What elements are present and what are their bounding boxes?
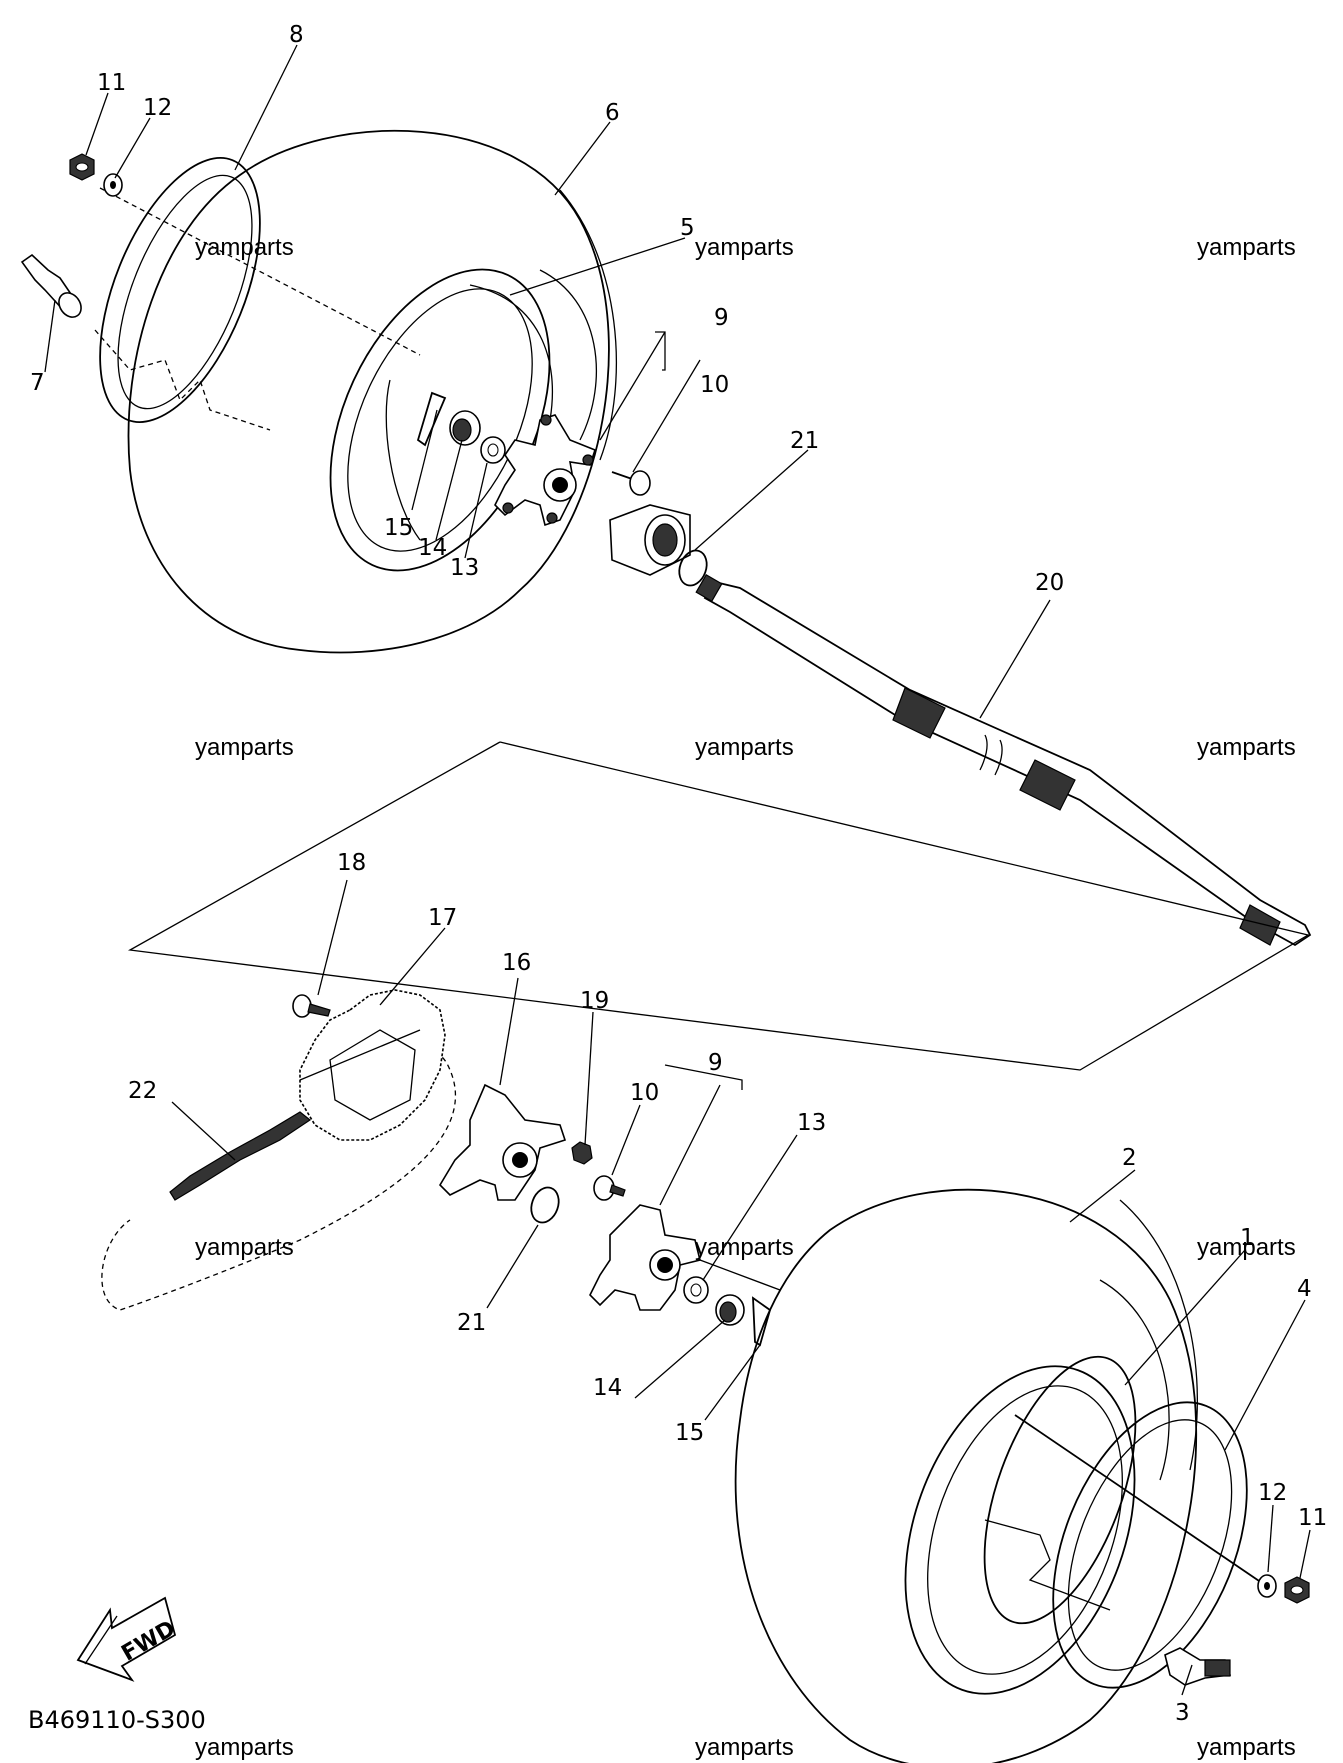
callout-11-lower: 11 — [1298, 1505, 1327, 1531]
nut-11-lower — [1284, 1576, 1310, 1604]
callout-21-lower: 21 — [457, 1310, 486, 1336]
lower-wheel-rim-4 — [1052, 1401, 1248, 1689]
watermark-text: yamparts — [695, 734, 794, 761]
watermark-text: yamparts — [1197, 734, 1296, 761]
callout-2: 2 — [1122, 1145, 1137, 1171]
callout-7: 7 — [30, 370, 45, 396]
bolt-10-upper — [611, 470, 651, 496]
callout-20: 20 — [1035, 570, 1064, 596]
washer-13-lower — [683, 1276, 709, 1304]
cotter-pin-15-upper — [416, 391, 447, 447]
callout-12: 12 — [143, 95, 172, 121]
watermark-text: yamparts — [695, 234, 794, 261]
bolt-10-lower — [593, 1175, 626, 1201]
callout-18: 18 — [337, 850, 366, 876]
lower-tire-2 — [734, 1188, 1198, 1763]
callout-12-lower: 12 — [1258, 1480, 1287, 1506]
callout-6: 6 — [605, 100, 620, 126]
sprocket-17 — [299, 989, 446, 1141]
hub-upper — [494, 414, 596, 527]
dashed-guide-upper — [94, 187, 421, 431]
watermark-text: yamparts — [195, 1734, 294, 1761]
watermark-text: yamparts — [195, 1234, 294, 1261]
bolt-18 — [292, 994, 331, 1018]
rear-axle-20 — [695, 574, 1312, 947]
callout-10-lower: 10 — [630, 1080, 659, 1106]
callout-16: 16 — [502, 950, 531, 976]
upper-wheel-rim-8 — [99, 157, 261, 423]
fwd-arrow-icon: FWD — [76, 1596, 180, 1682]
callout-15-lower: 15 — [675, 1420, 704, 1446]
valve-stem-7-upper — [20, 253, 82, 318]
callout-3: 3 — [1175, 1700, 1190, 1726]
lower-axis-lines — [984, 1414, 1266, 1611]
nut-11-upper — [69, 153, 95, 181]
fwd-label: FWD — [117, 1616, 179, 1666]
callout-15: 15 — [384, 515, 413, 541]
callout-labels: 8 11 12 6 5 9 10 21 7 15 14 13 20 18 17 … — [30, 22, 1327, 1726]
callout-11: 11 — [97, 70, 126, 96]
bearing-housing-upper — [609, 504, 691, 576]
callout-9: 9 — [714, 305, 729, 331]
callout-1: 1 — [1240, 1225, 1255, 1251]
callout-9-lower: 9 — [708, 1050, 723, 1076]
washer-13-upper — [480, 436, 506, 464]
callout-5: 5 — [680, 215, 695, 241]
callout-22: 22 — [128, 1078, 157, 1104]
castle-nut-14-lower — [715, 1294, 745, 1326]
valve-stem-3-lower — [1164, 1647, 1232, 1686]
callout-17: 17 — [428, 905, 457, 931]
leader-lines — [44, 44, 1311, 1696]
hub-lower — [589, 1204, 781, 1311]
upper-tire-6 — [127, 129, 617, 654]
callout-13: 13 — [450, 555, 479, 581]
watermark-text: yamparts — [195, 734, 294, 761]
watermark-text: yamparts — [1197, 1234, 1296, 1261]
washer-12-lower — [1257, 1574, 1277, 1598]
watermark-text: yamparts — [195, 234, 294, 261]
cotter-pin-15-lower — [752, 1296, 772, 1347]
assembly-outline — [127, 741, 1310, 1071]
lower-rim-1 — [983, 1355, 1137, 1625]
castle-nut-14-upper — [449, 410, 481, 446]
callout-14-lower: 14 — [593, 1375, 622, 1401]
callout-4: 4 — [1297, 1276, 1312, 1302]
callout-8: 8 — [289, 22, 304, 48]
sprocket-hub-16 — [438, 1083, 567, 1201]
callout-21: 21 — [790, 428, 819, 454]
o-ring-21-upper — [678, 549, 708, 587]
watermark-text: yamparts — [695, 1234, 794, 1261]
washer-12-upper — [103, 173, 123, 197]
callout-14: 14 — [418, 535, 447, 561]
watermark-text: yamparts — [1197, 234, 1296, 261]
callout-10: 10 — [700, 372, 729, 398]
o-ring-21-lower — [530, 1186, 560, 1224]
upper-rim-inner-5 — [469, 284, 554, 421]
watermark-text: yamparts — [695, 1734, 794, 1761]
diagram-code: B469110-S300 — [28, 1706, 206, 1734]
callout-19: 19 — [580, 988, 609, 1014]
watermark-text: yamparts — [1197, 1734, 1296, 1761]
callout-13-lower: 13 — [797, 1110, 826, 1136]
nut-19 — [571, 1141, 593, 1165]
watermarks: yamparts yamparts yamparts yamparts yamp… — [195, 234, 1296, 1761]
